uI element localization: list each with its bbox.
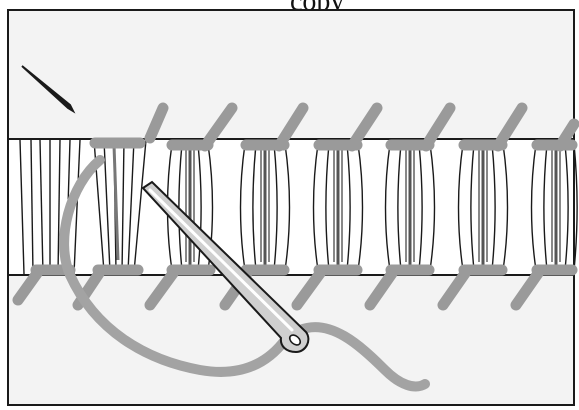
hemstitch-diagram <box>0 0 579 410</box>
